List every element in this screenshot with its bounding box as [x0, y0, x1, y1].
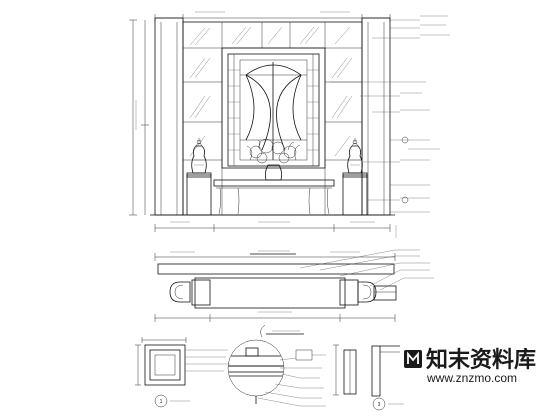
detail-column-section: 1 — [135, 337, 230, 408]
plan-right-column-base — [357, 281, 377, 303]
watermark-logo-icon — [407, 351, 419, 364]
znzmo-watermark: 知末资料库 www.znzmo.com — [404, 347, 536, 385]
flower-arrangement — [246, 138, 301, 164]
elevation-title — [250, 250, 296, 255]
left-pilaster — [154, 17, 184, 216]
right-pilaster — [361, 17, 391, 216]
central-stained-glass-frame — [221, 47, 326, 181]
detail-profile-section: 3 — [333, 344, 404, 411]
left-urn-pedestal — [186, 138, 212, 216]
top-dimension-line — [154, 11, 391, 22]
plan-section — [154, 249, 434, 335]
bottom-dimension-line — [154, 221, 391, 232]
console-table — [213, 179, 335, 215]
watermark-url-text: www.znzmo.com — [426, 371, 517, 385]
watermark-brand-text: 知末资料库 — [426, 347, 536, 373]
left-dimension-line — [129, 19, 149, 216]
right-urn-pedestal — [342, 138, 368, 216]
detail-marker-1 — [154, 394, 168, 408]
main-elevation — [129, 11, 395, 255]
detail-marker-3 — [372, 397, 386, 411]
vase — [264, 164, 283, 181]
detail-marker-3-label: 3 — [378, 402, 381, 408]
plan-left-column-base — [169, 281, 191, 303]
detail-marker-1-label: 1 — [160, 399, 163, 405]
right-callout-leaders — [330, 15, 450, 238]
detail-joint-section — [227, 324, 326, 407]
